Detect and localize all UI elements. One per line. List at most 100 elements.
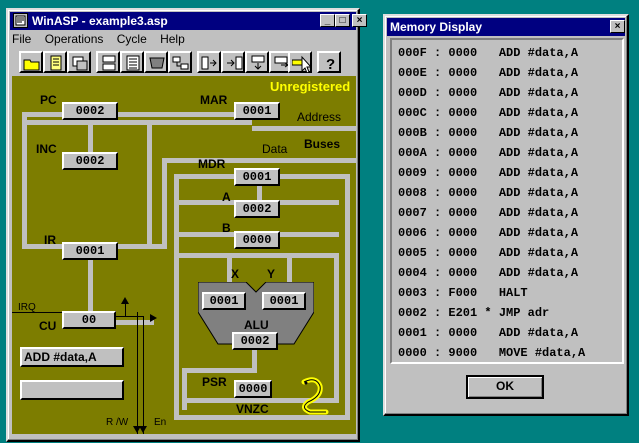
memory-row-0006[interactable]: 0006 : 0000 ADD #data,A [398,226,579,240]
alu-x-register[interactable]: 0001 [202,292,246,310]
en-wire [143,316,144,434]
step-into-button[interactable] [197,51,221,73]
alu-out-h [182,368,257,373]
memory-titlebar[interactable]: Memory Display × [387,18,625,36]
inc-register[interactable]: 0002 [62,152,118,170]
memory-row-0009[interactable]: 0009 : 0000 ADD #data,A [398,166,579,180]
bus-left-vertical [22,112,27,248]
memory-row-0001[interactable]: 0001 : 0000 ADD #data,A [398,326,579,340]
menu-operations[interactable]: Operations [44,32,104,46]
x-bus [227,253,232,288]
list-icon [126,55,140,71]
rw-arrow-icon [133,426,141,433]
minimize-button[interactable]: _ [320,14,335,27]
step-down-icon [251,55,265,70]
right-frame-v [345,174,350,420]
mdr-register[interactable]: 0001 [234,168,280,186]
mdr-label: MDR [198,157,226,171]
right-frame [174,174,179,420]
address-label: Address [297,110,342,124]
shield-button[interactable] [144,51,168,73]
alu-right-v [334,253,339,398]
memory-close-button[interactable]: × [610,20,625,33]
memory-row-000d[interactable]: 000D : 0000 ADD #data,A [398,86,579,100]
pointer-icon [292,55,312,73]
menu-cycle[interactable]: Cycle [116,32,147,46]
cpu-diagram: Unregistered PC INC MAR Address Buses Da… [12,76,356,434]
memory-row-0004[interactable]: 0004 : 0000 ADD #data,A [398,266,579,280]
alu-output-register[interactable]: 0002 [232,332,278,350]
inc-label: INC [36,142,57,156]
memory-bank-button[interactable] [96,51,120,73]
memory-row-000f[interactable]: 000F : 0000 ADD #data,A [398,46,579,60]
bus-pc-top [22,112,62,117]
help-icon: ? [326,56,335,71]
bus-inc-horizontal [147,120,252,125]
memory-row-0007[interactable]: 0007 : 0000 ADD #data,A [398,206,579,220]
menu-help[interactable]: Help [160,32,185,46]
bus-pc-mar [118,112,234,117]
mar-register[interactable]: 0001 [234,102,280,120]
step-down-button[interactable] [245,51,269,73]
ok-button[interactable]: OK [466,375,544,399]
memory-row-0008[interactable]: 0008 : 0000 ADD #data,A [398,186,579,200]
close-button[interactable]: × [352,14,367,27]
b-register[interactable]: 0000 [234,231,280,249]
rw-label: R /W [106,417,129,428]
layers-icon [72,56,88,71]
memory-list: 000F : 0000 ADD #data,A 000E : 0000 ADD … [390,38,624,364]
ir-register[interactable]: 0001 [62,242,118,260]
memory-row-000b[interactable]: 000B : 0000 ADD #data,A [398,126,579,140]
psr-bottom [182,398,339,403]
edit-icon [50,55,62,71]
y-bus [287,253,292,288]
flags-label: VNZC [236,402,269,416]
alu-y-register[interactable]: 0001 [262,292,306,310]
memory-row-000e[interactable]: 000E : 0000 ADD #data,A [398,66,579,80]
memory-row-000c[interactable]: 000C : 0000 ADD #data,A [398,106,579,120]
psr-label: PSR [202,375,227,389]
a-label: A [222,190,231,204]
step-into-icon [201,56,217,70]
bus-ir-down [88,256,93,312]
memory-row-0005[interactable]: 0005 : 0000 ADD #data,A [398,246,579,260]
alu-top-bus [174,253,294,258]
up-arrow-icon [121,297,129,304]
a-register[interactable]: 0002 [234,200,280,218]
svg-text:?: ? [326,56,335,71]
flowchart-button[interactable] [168,51,192,73]
psr-bus [182,368,187,410]
step-over-button[interactable] [221,51,245,73]
memory-row-000a[interactable]: 000A : 0000 ADD #data,A [398,146,579,160]
irq-label: IRQ [18,302,36,313]
pc-register[interactable]: 0002 [62,102,118,120]
app-icon[interactable] [13,13,28,28]
y-label: Y [267,267,276,281]
maximize-button[interactable]: □ [335,14,350,27]
main-titlebar[interactable]: WinASP - example3.asp _ □ × [10,12,367,30]
data-label: Data [262,142,288,156]
menu-file[interactable]: File [12,32,32,46]
mar-label: MAR [200,93,228,107]
help-button[interactable]: ? [317,51,341,73]
layers-button[interactable] [67,51,91,73]
pointer-button[interactable] [288,51,312,73]
instruction-display: ADD #data,A [20,347,124,367]
b-label: B [222,221,231,235]
step-over-icon [227,56,243,70]
snake-logo-icon [301,377,329,415]
right-frame-bottom [174,415,350,420]
shield-icon [149,57,165,69]
memory-row-0002[interactable]: 0002 : E201 * JMP adr [398,306,550,320]
cu-out-bus [116,320,154,325]
memory-row-0000[interactable]: 0000 : 9000 MOVE #data,A [398,346,586,360]
open-button[interactable] [19,51,43,73]
memory-row-0003[interactable]: 0003 : F000 HALT [398,286,528,300]
cu-register[interactable]: 00 [62,311,116,329]
edit-button[interactable] [43,51,67,73]
data-bus [162,158,356,163]
psr-register[interactable]: 0000 [234,380,272,398]
list-button[interactable] [120,51,144,73]
rw-wire [137,312,138,434]
alu-right-bus [287,253,339,258]
